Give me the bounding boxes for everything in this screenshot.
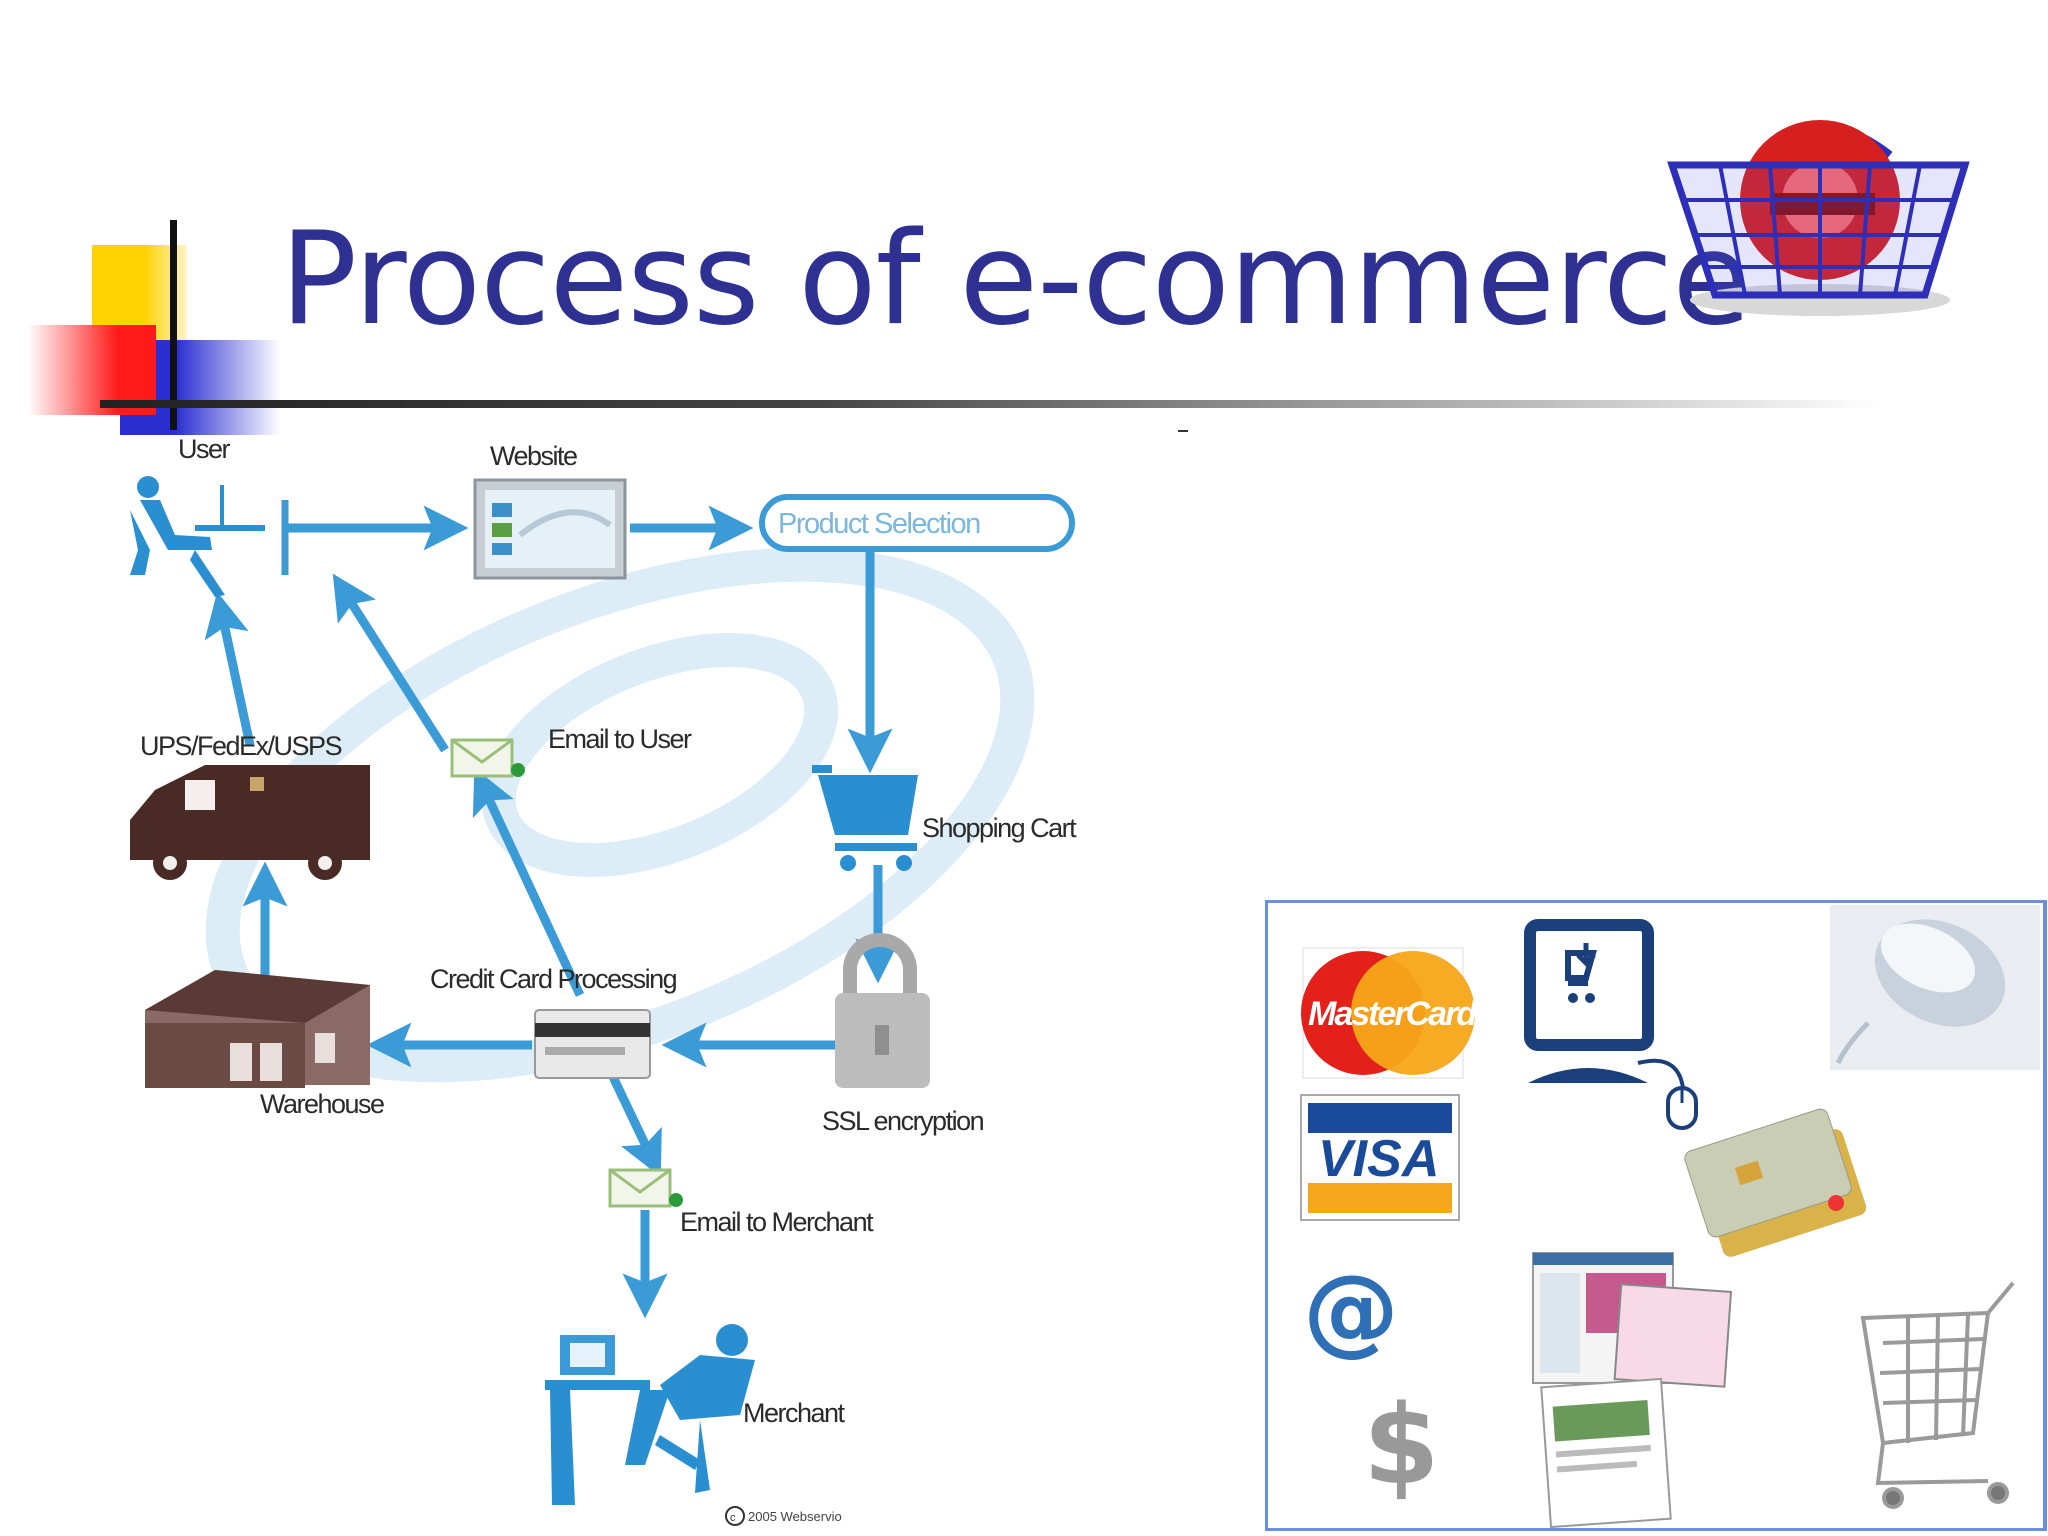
warehouse-icon — [145, 970, 370, 1088]
vertical-line — [170, 220, 177, 430]
shopping-cart-icon — [812, 765, 918, 871]
arrow-shipping-user — [204, 591, 255, 746]
email-merchant-envelope-icon — [608, 1168, 683, 1208]
label-website: Website — [490, 441, 577, 471]
visa-label: VISA — [1318, 1130, 1439, 1188]
email-user-envelope-icon — [450, 738, 525, 778]
label-user: User — [178, 434, 231, 464]
title-divider — [100, 400, 1880, 408]
label-email-merchant: Email to Merchant — [680, 1207, 874, 1237]
flow-arrows — [204, 505, 901, 1319]
label-merchant: Merchant — [743, 1398, 846, 1428]
label-product-selection: Product Selection — [778, 508, 980, 540]
label-shipping: UPS/FedEx/USPS — [140, 731, 342, 761]
wire-shopping-cart-icon — [1860, 1281, 2015, 1509]
at-dollar-icon: @ $ — [1303, 1254, 1440, 1509]
merchant-at-desk-icon — [545, 1324, 755, 1505]
slide-title: Process of e-commerce — [280, 205, 1751, 354]
copyright-text: 2005 Webservio — [748, 1509, 842, 1524]
arrow-emailuser-user — [332, 573, 449, 753]
credit-cards-icon — [1684, 1108, 1867, 1257]
user-at-desk-icon — [130, 476, 265, 597]
arrow-card-emailuser — [472, 767, 585, 997]
label-email-user: Email to User — [548, 724, 692, 754]
label-ssl: SSL encryption — [822, 1106, 984, 1136]
label-credit-card-processing: Credit Card Processing — [430, 964, 677, 994]
stray-mark — [1178, 430, 1188, 432]
at-symbol: @ — [1303, 1254, 1399, 1366]
ecommerce-icon-collage: MasterCard VISA — [1265, 900, 2047, 1531]
computer-cart-icon — [1524, 919, 1698, 1130]
copyright-mark: c 2005 Webservio — [725, 1506, 842, 1526]
dollar-symbol: $ — [1363, 1381, 1440, 1509]
label-shopping-cart: Shopping Cart — [922, 813, 1077, 843]
label-warehouse: Warehouse — [260, 1089, 384, 1119]
product-selection-node: Product Selection — [759, 494, 1075, 552]
computer-mouse-icon — [1830, 905, 2040, 1070]
mastercard-logo: MasterCard — [1301, 947, 1480, 1079]
visa-logo: VISA — [1300, 1094, 1460, 1221]
website-screen-icon — [473, 478, 627, 580]
delivery-truck-icon — [130, 765, 370, 880]
svg-text:c: c — [730, 1512, 736, 1524]
ecommerce-flow-diagram: User Website Product Selection Shopping … — [130, 434, 1079, 1526]
padlock-icon — [835, 933, 930, 1088]
corner-decoration — [0, 220, 290, 435]
basket-logo-icon — [1667, 120, 1970, 316]
mastercard-label: MasterCard — [1308, 995, 1478, 1033]
credit-card-icon — [534, 1009, 651, 1079]
web-pages-icon — [1532, 1252, 1733, 1529]
